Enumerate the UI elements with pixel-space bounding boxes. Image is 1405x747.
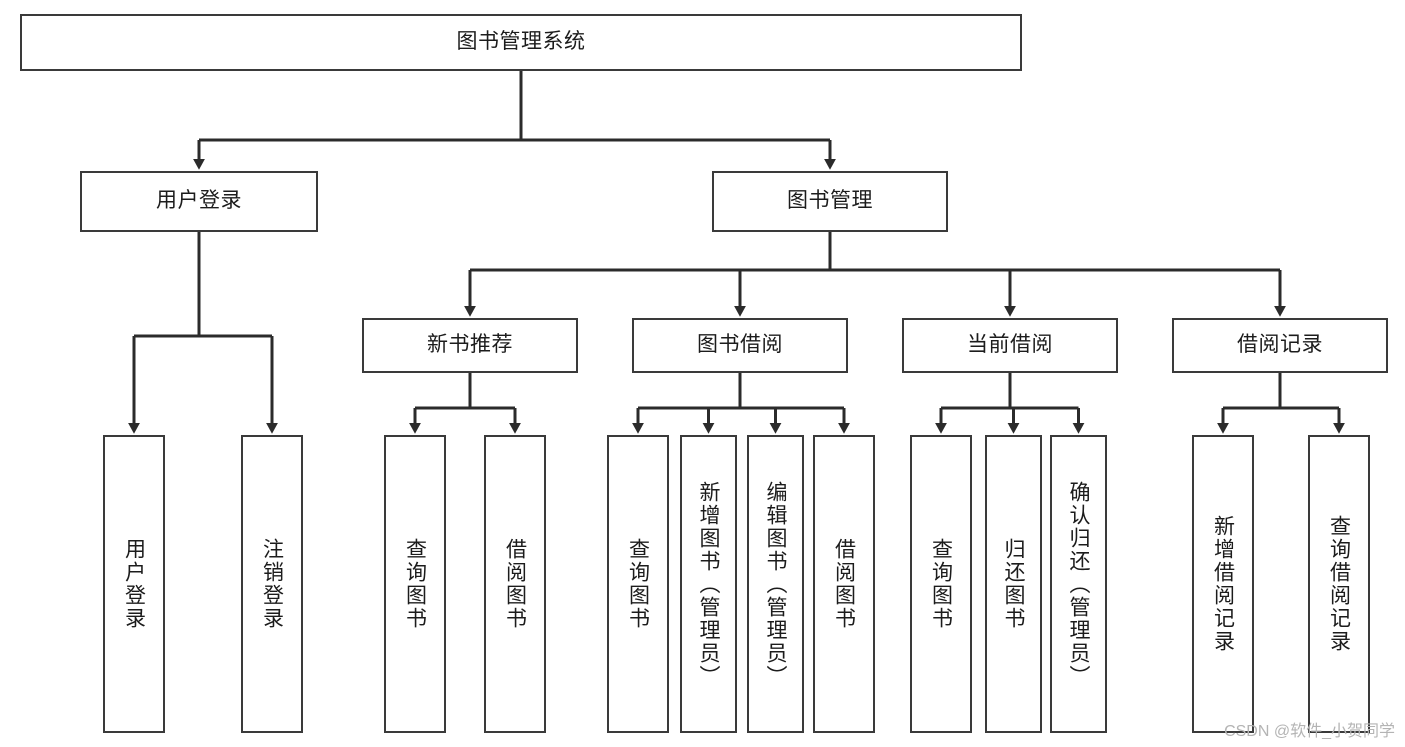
node-root[interactable]: 图书管理系统: [20, 14, 1022, 71]
node-borrow-records-label: 借阅记录: [1237, 333, 1323, 357]
node-leaf-borrow-book-recommend-label: 借阅图书: [503, 538, 527, 630]
node-leaf-query-book-recommend-label: 查询图书: [403, 538, 427, 630]
node-current-borrow-label: 当前借阅: [967, 333, 1053, 357]
node-user-login[interactable]: 用户登录: [80, 171, 318, 232]
node-leaf-user-login-label: 用户登录: [122, 538, 146, 630]
node-new-book-recommend[interactable]: 新书推荐: [362, 318, 578, 373]
node-borrow-records[interactable]: 借阅记录: [1172, 318, 1388, 373]
node-new-book-recommend-label: 新书推荐: [427, 333, 513, 357]
node-leaf-confirm-return-admin-label: 确认归还（管理员）: [1067, 480, 1090, 688]
node-user-login-label: 用户登录: [156, 189, 242, 213]
node-leaf-logout-login[interactable]: 注销登录: [241, 435, 303, 733]
node-leaf-return-book-label: 归还图书: [1002, 538, 1025, 630]
node-book-borrow-label: 图书借阅: [697, 333, 783, 357]
node-leaf-return-book[interactable]: 归还图书: [985, 435, 1042, 733]
node-leaf-logout-login-label: 注销登录: [260, 538, 284, 630]
node-leaf-borrow-book-recommend[interactable]: 借阅图书: [484, 435, 546, 733]
node-leaf-user-login[interactable]: 用户登录: [103, 435, 165, 733]
node-book-management[interactable]: 图书管理: [712, 171, 948, 232]
node-leaf-confirm-return-admin[interactable]: 确认归还（管理员）: [1050, 435, 1107, 733]
node-leaf-add-book-admin[interactable]: 新增图书（管理员）: [680, 435, 737, 733]
node-leaf-query-book-recommend[interactable]: 查询图书: [384, 435, 446, 733]
node-leaf-edit-book-admin[interactable]: 编辑图书（管理员）: [747, 435, 804, 733]
node-leaf-query-book-borrow-label: 查询图书: [626, 538, 650, 630]
watermark: CSDN @软件_小贺同学: [1224, 723, 1395, 740]
node-root-label: 图书管理系统: [456, 30, 586, 54]
node-leaf-add-book-admin-label: 新增图书（管理员）: [697, 480, 720, 688]
node-current-borrow[interactable]: 当前借阅: [902, 318, 1118, 373]
node-leaf-add-borrow-record-label: 新增借阅记录: [1211, 515, 1235, 653]
node-leaf-edit-book-admin-label: 编辑图书（管理员）: [764, 480, 787, 688]
node-leaf-borrow-book[interactable]: 借阅图书: [813, 435, 875, 733]
node-leaf-add-borrow-record[interactable]: 新增借阅记录: [1192, 435, 1254, 733]
node-book-borrow[interactable]: 图书借阅: [632, 318, 848, 373]
node-leaf-query-book-current[interactable]: 查询图书: [910, 435, 972, 733]
node-leaf-query-borrow-record-label: 查询借阅记录: [1327, 515, 1351, 653]
node-leaf-query-book-borrow[interactable]: 查询图书: [607, 435, 669, 733]
node-leaf-borrow-book-label: 借阅图书: [832, 538, 856, 630]
node-leaf-query-book-current-label: 查询图书: [929, 538, 953, 630]
node-book-management-label: 图书管理: [787, 189, 873, 213]
node-leaf-query-borrow-record[interactable]: 查询借阅记录: [1308, 435, 1370, 733]
